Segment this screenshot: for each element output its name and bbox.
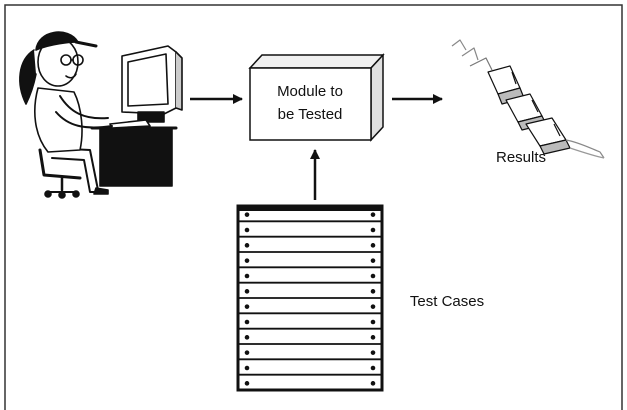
paper-printout-icon [451, 39, 605, 159]
test-case-hole [370, 273, 376, 279]
test-case-hole [244, 289, 250, 294]
stacked-test-cases-icon [236, 204, 384, 392]
test-cases-label: Test Cases [410, 293, 484, 310]
test-case-hole [370, 227, 376, 233]
test-case-hole [244, 258, 250, 263]
test-case-hole [370, 258, 376, 263]
test-case-hole [244, 381, 250, 386]
test-stack-top-bar [238, 206, 382, 211]
test-case-hole [370, 365, 376, 371]
test-case-hole [370, 335, 376, 340]
person-at-computer-icon [19, 31, 183, 199]
test-case-hole [370, 304, 376, 309]
test-case-hole [244, 365, 250, 371]
test-case-hole [370, 381, 376, 386]
module-label-line2: be Tested [278, 106, 343, 123]
module-label-line1: Module to [277, 83, 343, 100]
test-case-hole [244, 304, 250, 309]
test-case-hole [244, 273, 250, 279]
test-case-hole [244, 212, 250, 217]
diagram-frame [4, 4, 623, 410]
test-case-hole [370, 289, 376, 294]
test-case-hole [244, 319, 250, 325]
test-case-hole [370, 243, 376, 248]
test-case-hole [370, 350, 376, 355]
test-case-hole [244, 243, 250, 248]
results-label: Results [496, 149, 546, 166]
test-case-hole [244, 335, 250, 340]
test-case-hole [370, 319, 376, 325]
test-case-hole [370, 212, 376, 217]
module-box: Module to be Tested [248, 53, 385, 142]
test-case-hole [244, 227, 250, 233]
test-case-hole [244, 350, 250, 355]
